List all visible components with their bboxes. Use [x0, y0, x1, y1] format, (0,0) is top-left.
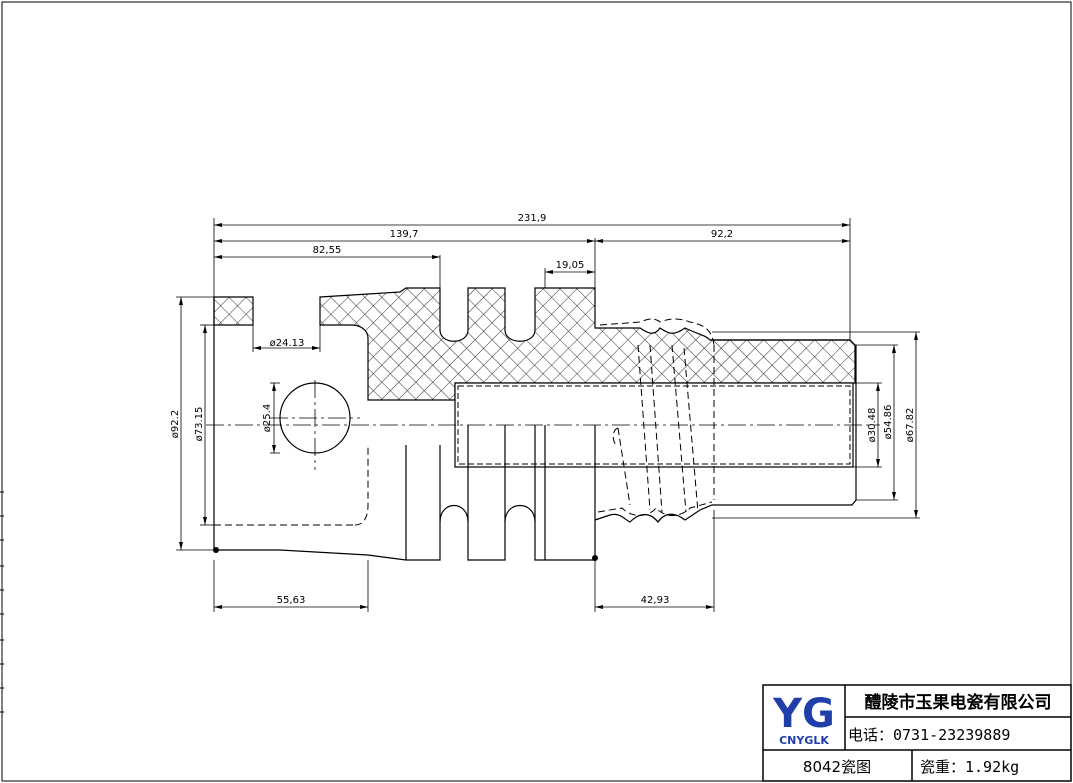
dim-base-length: 55,63	[277, 595, 306, 606]
dim-head-length: 82,55	[313, 245, 342, 256]
corner-dot-left	[213, 547, 219, 553]
dim-length-to-shed: 139,7	[390, 229, 419, 240]
cross-hole	[279, 382, 351, 454]
dim-shed-spacing: 19,05	[556, 260, 585, 271]
dimension-labels: 231,9 139,7 92,2 82,55 19,05 55,63 42,93…	[170, 213, 916, 606]
company-phone: 电话：0731-23239889	[848, 726, 1010, 744]
dim-overall-length: 231,9	[518, 213, 547, 224]
dim-thread-length: 42,93	[641, 595, 670, 606]
hidden-lines	[214, 318, 715, 526]
company-name: 醴陵市玉果电瓷有限公司	[865, 692, 1052, 713]
company-logo: YG CNYGLK	[772, 691, 835, 747]
corner-dot-right	[592, 555, 598, 561]
dim-tail-length: 92,2	[711, 229, 733, 240]
dim-cross-hole: ø25.4	[262, 404, 273, 432]
edge-ticks	[0, 491, 4, 713]
outer-profile	[213, 297, 857, 561]
logo-sub-text: CNYGLK	[779, 734, 829, 747]
bore-inner	[457, 385, 851, 465]
dim-bore: ø30.48	[867, 408, 878, 443]
drawing-name: 8042瓷图	[803, 758, 871, 776]
dim-thread-outer: ø67.82	[905, 408, 916, 443]
logo-main-text: YG	[772, 691, 835, 737]
dim-inner-dia: ø73.15	[194, 407, 205, 442]
title-block: YG CNYGLK 醴陵市玉果电瓷有限公司 电话：0731-23239889 8…	[762, 684, 1072, 782]
center-lines	[206, 380, 880, 470]
arrowheads	[179, 223, 918, 609]
dim-top-hole: ø24.13	[270, 338, 305, 349]
dimension-lines	[176, 218, 920, 612]
porcelain-weight: 瓷重：1.92kg	[920, 758, 1019, 776]
dim-thread-root: ø54.86	[883, 405, 894, 440]
dim-outer-dia: ø92.2	[170, 410, 181, 438]
